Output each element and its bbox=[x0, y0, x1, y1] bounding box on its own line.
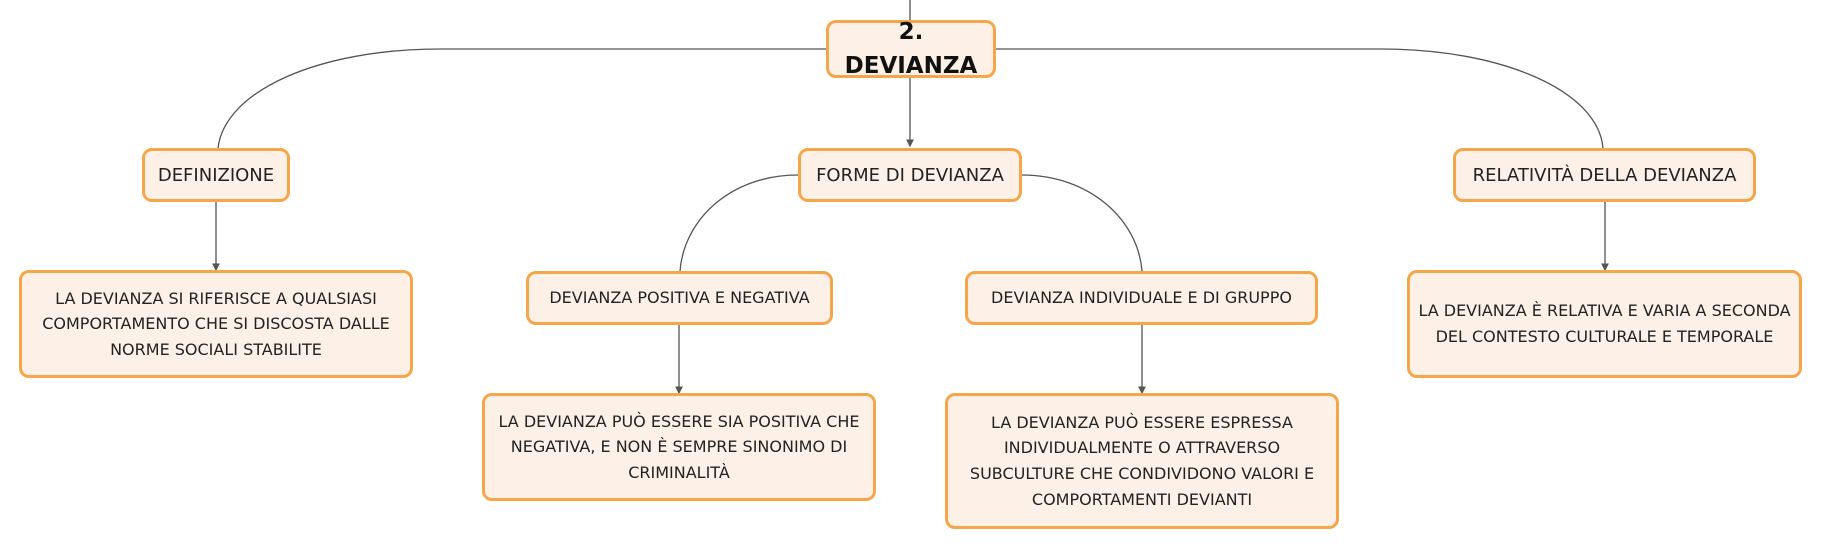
connector-root-relativita bbox=[996, 48, 1604, 149]
detail-definizione[interactable]: LA DEVIANZA SI RIFERISCE A QUALSIASI COM… bbox=[19, 270, 413, 378]
detail-definizione-text: LA DEVIANZA SI RIFERISCE A QUALSIASI COM… bbox=[42, 288, 390, 359]
node-devianza-positiva-negativa[interactable]: DEVIANZA POSITIVA E NEGATIVA bbox=[526, 271, 833, 325]
node-positiva-label: DEVIANZA POSITIVA E NEGATIVA bbox=[549, 288, 810, 307]
node-definizione-label: DEFINIZIONE bbox=[157, 164, 275, 186]
node-relativita-label: RELATIVITÀ DELLA DEVIANZA bbox=[1472, 164, 1737, 186]
node-devianza-individuale-gruppo[interactable]: DEVIANZA INDIVIDUALE E DI GRUPPO bbox=[965, 271, 1318, 325]
connector-forme-individuale bbox=[1021, 174, 1143, 272]
root-node[interactable]: 2. DEVIANZA bbox=[826, 19, 996, 79]
detail-positiva-negativa[interactable]: LA DEVIANZA PUÒ ESSERE SIA POSITIVA CHE … bbox=[482, 393, 876, 501]
detail-individuale-gruppo[interactable]: LA DEVIANZA PUÒ ESSERE ESPRESSA INDIVIDU… bbox=[945, 393, 1339, 529]
root-label: 2. DEVIANZA bbox=[844, 18, 978, 80]
detail-relativita-text: LA DEVIANZA È RELATIVA E VARIA A SECONDA… bbox=[1418, 301, 1791, 346]
node-definizione[interactable]: DEFINIZIONE bbox=[142, 148, 290, 202]
connector-root-definizione bbox=[217, 48, 826, 149]
connector-forme-positiva bbox=[679, 174, 799, 272]
node-relativita[interactable]: RELATIVITÀ DELLA DEVIANZA bbox=[1453, 148, 1756, 202]
node-forme-label: FORME DI DEVIANZA bbox=[816, 164, 1004, 186]
detail-relativita[interactable]: LA DEVIANZA È RELATIVA E VARIA A SECONDA… bbox=[1407, 270, 1802, 378]
node-individuale-label: DEVIANZA INDIVIDUALE E DI GRUPPO bbox=[991, 288, 1292, 307]
detail-positiva-text: LA DEVIANZA PUÒ ESSERE SIA POSITIVA CHE … bbox=[498, 411, 860, 482]
detail-individuale-text: LA DEVIANZA PUÒ ESSERE ESPRESSA INDIVIDU… bbox=[969, 412, 1315, 509]
node-forme-di-devianza[interactable]: FORME DI DEVIANZA bbox=[798, 148, 1022, 202]
